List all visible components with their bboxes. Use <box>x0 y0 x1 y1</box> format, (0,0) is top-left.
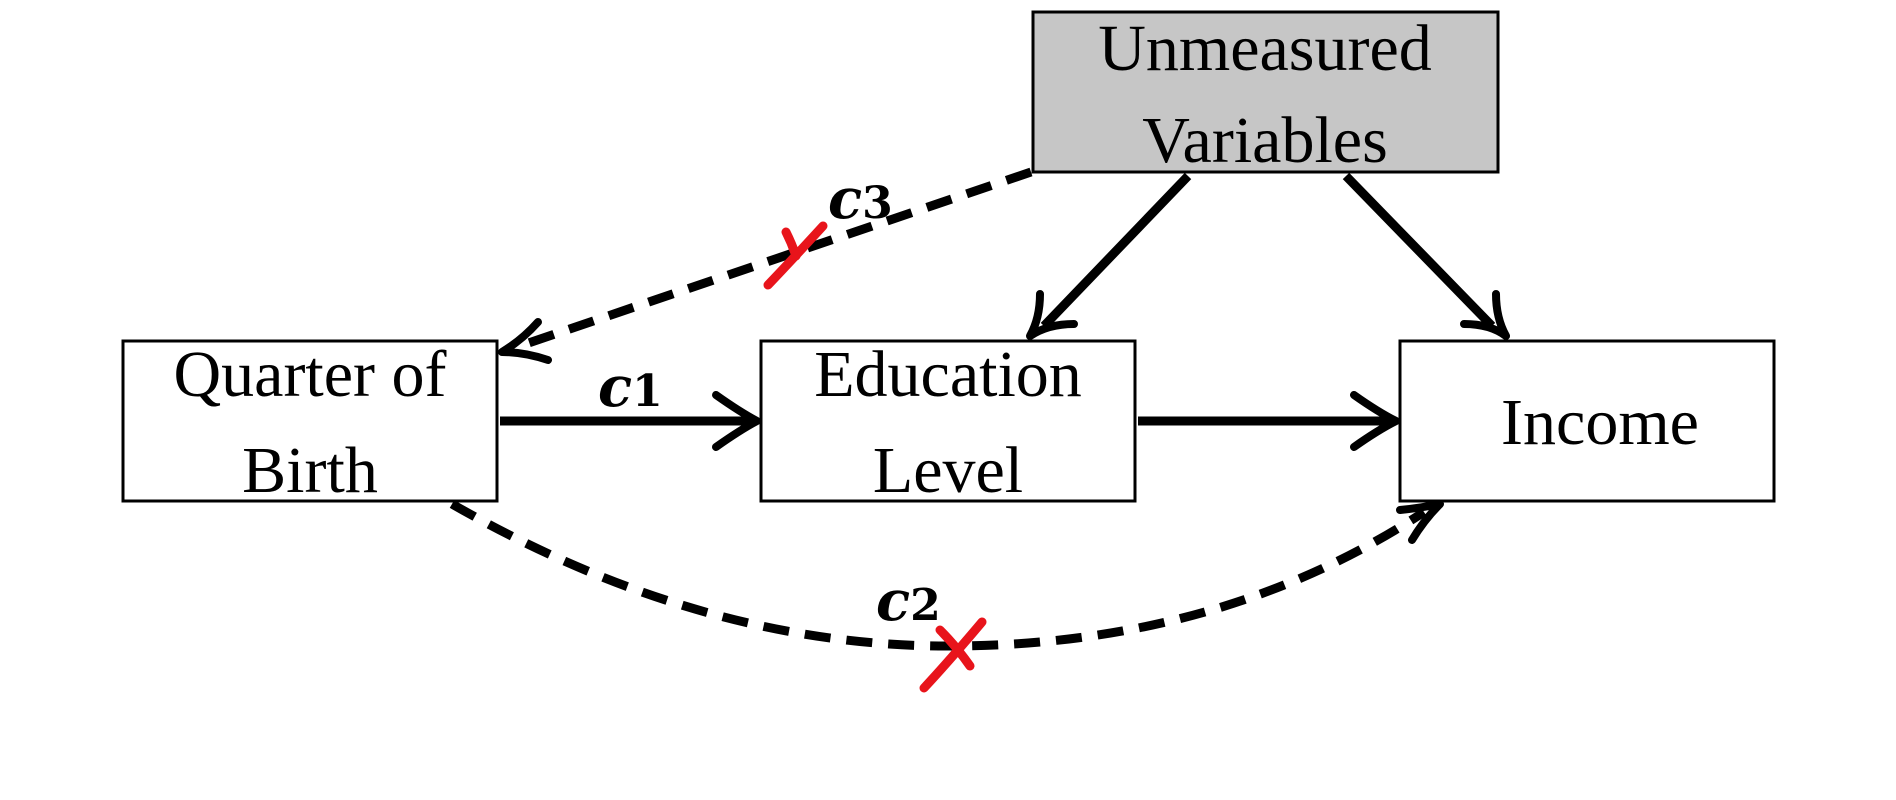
node-education-line2: Level <box>873 434 1023 507</box>
edge-unmeasured-income-arrowhead <box>1460 290 1510 340</box>
edge-label-c1-letter: c <box>598 354 632 420</box>
edge-label-c1-sub: 1 <box>632 366 663 417</box>
node-income: Income <box>1398 339 1776 503</box>
node-income-line1: Income <box>1501 386 1699 459</box>
edge-unmeasured-quarter-line <box>506 167 1033 355</box>
edge-c3-blocked-mark-stroke-b <box>781 227 801 261</box>
edge-education-to-income <box>1138 391 1400 451</box>
node-unmeasured-line2: Variables <box>1142 104 1388 177</box>
edge-label-c3-sub: 3 <box>862 178 893 229</box>
node-unmeasured-variables: Unmeasured Variables <box>1031 10 1500 177</box>
edge-quarter-to-education: c1 <box>500 354 761 451</box>
node-quarter-line1: Quarter of <box>173 338 446 411</box>
node-quarter-of-birth: Quarter of Birth <box>121 338 499 507</box>
edge-quarter-income-arrowhead <box>1396 500 1444 544</box>
edge-unmeasured-to-education <box>1026 172 1192 340</box>
edge-unmeasured-to-income <box>1342 172 1510 340</box>
edge-unmeasured-quarter-arrowhead <box>498 318 552 364</box>
node-quarter-box <box>121 339 499 503</box>
node-education-line1: Education <box>814 338 1082 411</box>
node-income-box <box>1398 339 1776 503</box>
edge-label-c2-letter: c <box>876 568 910 634</box>
edge-quarter-income-curve <box>449 500 1427 651</box>
edge-unmeasured-education-arrowhead <box>1026 290 1078 340</box>
edge-unmeasured-income-line <box>1342 172 1496 330</box>
node-quarter-line2: Birth <box>242 434 378 507</box>
edge-unmeasured-education-line <box>1040 172 1192 330</box>
edge-quarter-education-arrowhead <box>712 391 761 451</box>
edge-quarter-to-income: c2 <box>449 500 1444 693</box>
edge-education-income-arrowhead <box>1350 391 1400 451</box>
node-unmeasured-box <box>1031 10 1500 174</box>
node-education-level: Education Level <box>759 338 1137 507</box>
node-unmeasured-line1: Unmeasured <box>1098 12 1432 85</box>
edge-c2-blocked-mark-stroke-b <box>935 625 975 671</box>
edge-unmeasured-to-quarter: c3 <box>498 166 1033 364</box>
node-education-box <box>759 339 1137 503</box>
edge-label-c3-letter: c <box>828 166 862 232</box>
edge-label-c2-sub: 2 <box>910 580 941 631</box>
edge-label-c2: c2 <box>876 568 941 634</box>
edge-label-c1: c1 <box>598 354 663 420</box>
edge-label-c3: c3 <box>828 166 893 232</box>
edge-c2-blocked-mark-stroke-a <box>919 617 987 693</box>
